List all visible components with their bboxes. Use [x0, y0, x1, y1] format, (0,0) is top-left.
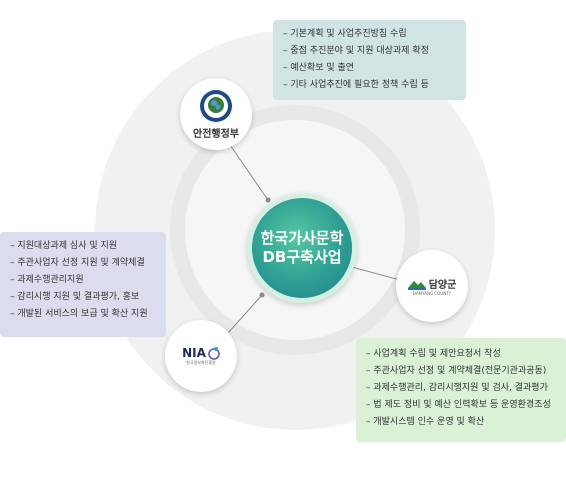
connector-mois [227, 141, 269, 201]
mois-node: 안전행정부 [180, 78, 252, 150]
nia-role-item: 감리시행 지원 및 결과평가, 홍보 [10, 289, 156, 306]
damyang-label: 담양군 [428, 280, 457, 291]
mois-role-item: 기본계획 및 사업추진방침 수립 [283, 26, 456, 43]
nia-node: NIA 한국정보화진흥원 [165, 320, 237, 392]
center-node: 한국가사문학 DB구축사업 [247, 193, 357, 303]
mois-roles-box: 기본계획 및 사업추진방침 수립 중점 추진분야 및 지원 대상과제 확정 예산… [273, 20, 466, 100]
mois-role-item: 예산확보 및 출연 [283, 60, 456, 77]
connector-damyang [347, 265, 401, 281]
damyang-role-item: 개발시스템 인수 운영 및 확산 [366, 414, 556, 431]
connector-dot-nia [259, 292, 265, 298]
nia-logo-icon [208, 347, 220, 360]
mois-label: 안전행정부 [193, 128, 239, 140]
nia-role-item: 과제수행관리지원 [10, 272, 156, 289]
nia-role-item: 지원대상과제 심사 및 지원 [10, 238, 156, 255]
damyang-role-item: 법 제도 정비 및 예산 인력확보 등 운영환경조성 [366, 397, 556, 414]
nia-role-item: 주관사업자 선정 지원 및 계약체결 [10, 255, 156, 272]
mois-seal-icon [200, 89, 232, 122]
damyang-role-item: 주관사업자 선정 및 계약체결(전문기관과공동) [366, 363, 556, 380]
connector-nia [227, 294, 263, 334]
nia-roles-box: 지원대상과제 심사 및 지원 주관사업자 선정 지원 및 계약체결 과제수행관리… [0, 232, 166, 337]
damyang-roles-box: 사업계획 수립 및 제안요청서 작성 주관사업자 선정 및 계약체결(전문기관과… [356, 338, 566, 442]
nia-role-item: 개발된 서비스의 보급 및 확산 지원 [10, 306, 156, 323]
mois-role-item: 기타 사업추진에 필요한 정책 수립 등 [283, 77, 456, 94]
damyang-role-item: 사업계획 수립 및 제안요청서 작성 [366, 346, 556, 363]
damyang-sub-label: DAMYANG COUNTY [412, 291, 452, 296]
center-title-line2: DB구축사업 [262, 248, 342, 266]
damyang-node: 담양군 DAMYANG COUNTY [396, 250, 468, 322]
connector-dot-mois [265, 197, 271, 203]
damyang-role-item: 과제수행관리, 감리시행지원 및 검사, 결과평가 [366, 380, 556, 397]
nia-sub-label: 한국정보화진흥원 [186, 360, 216, 365]
center-title-line1: 한국가사문학 [260, 229, 344, 247]
mois-role-item: 중점 추진분야 및 지원 대상과제 확정 [283, 43, 456, 60]
nia-logo-text: NIA [182, 346, 206, 360]
damyang-logo-icon [407, 280, 426, 290]
